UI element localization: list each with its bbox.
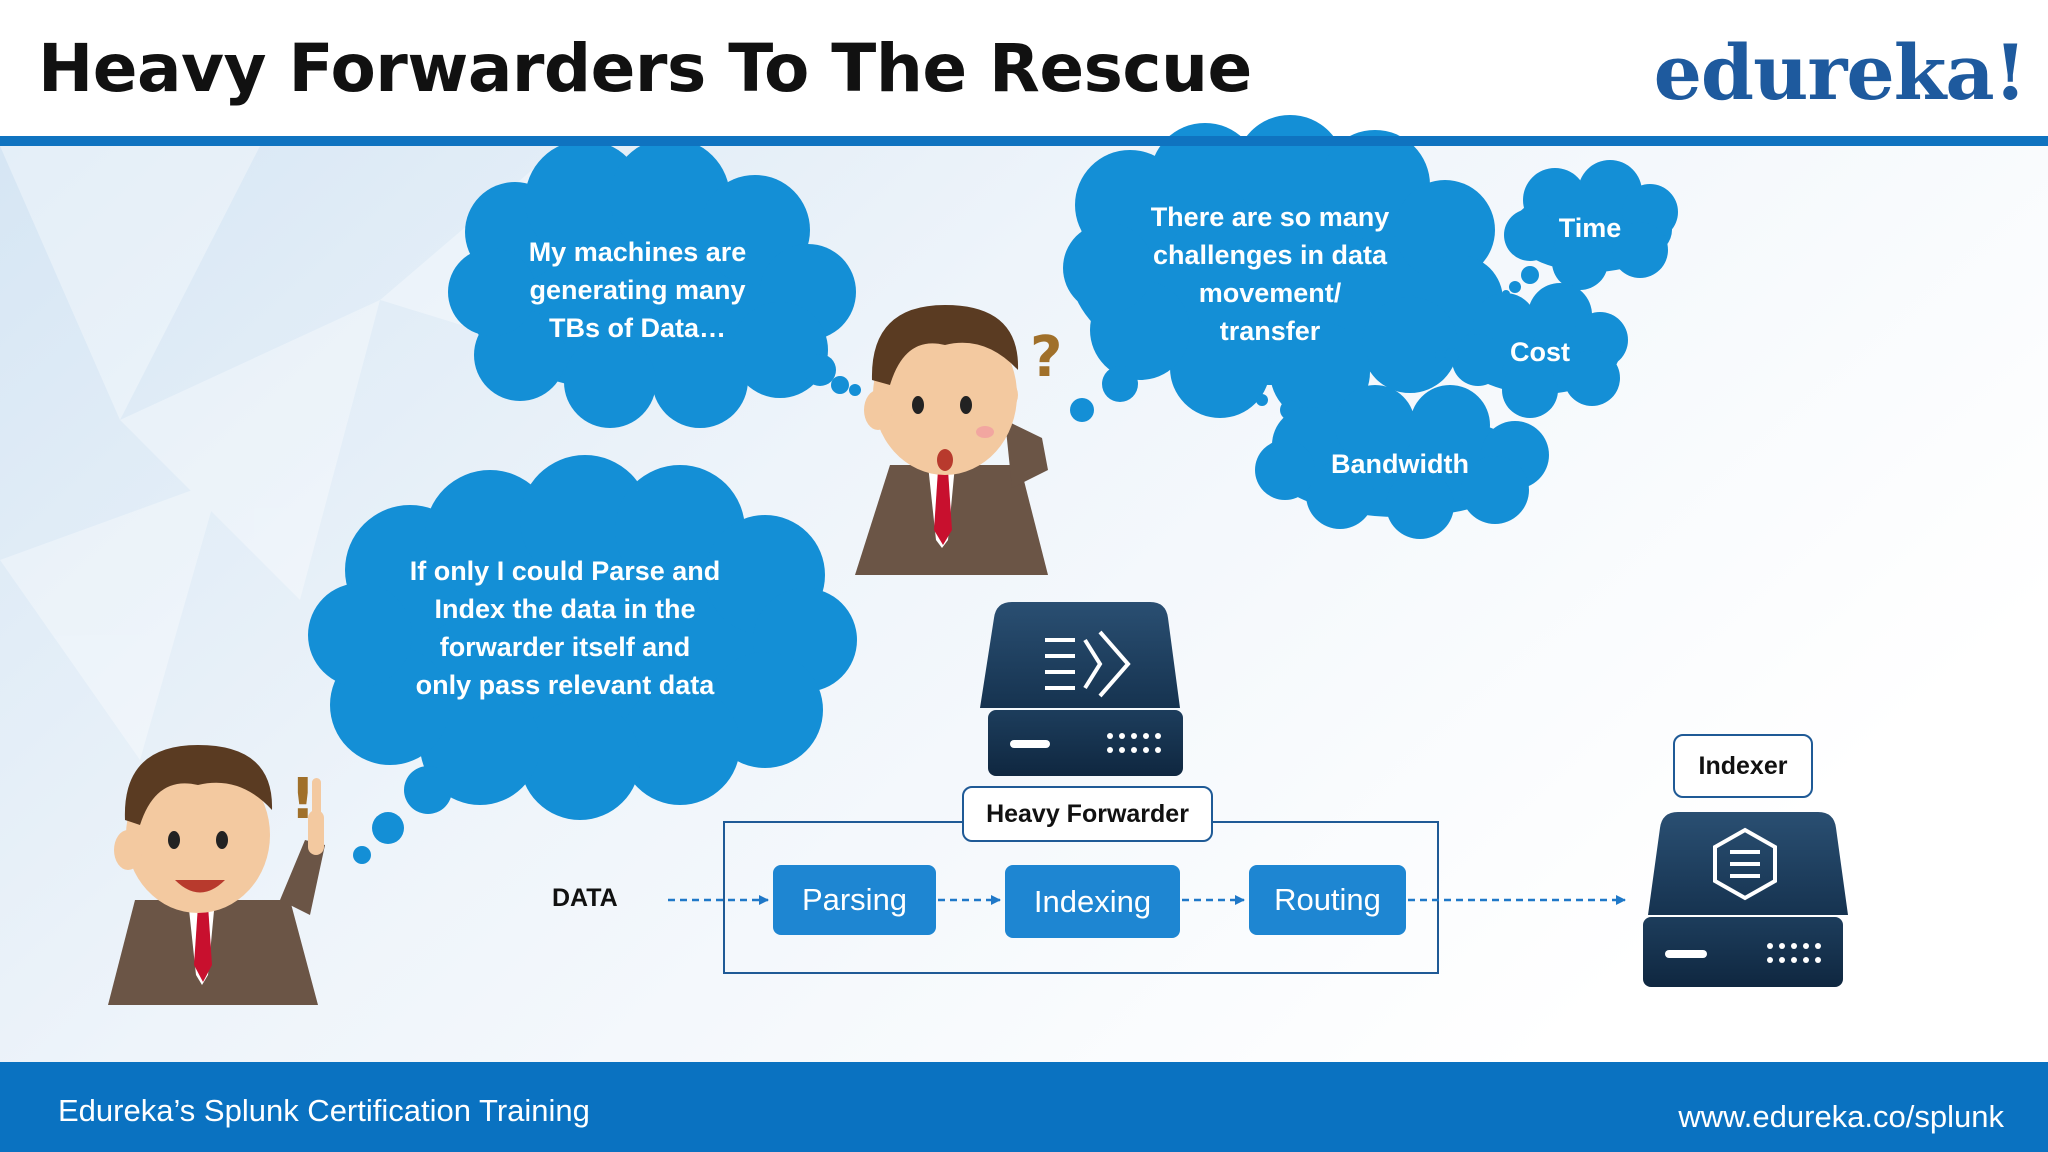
footer-url-link[interactable]: www.edureka.co/splunk [1678, 1099, 2004, 1134]
thought-text-machines: My machines are generating many TBs of D… [470, 230, 805, 350]
header-rule [0, 136, 2048, 146]
step-indexing: Indexing [1005, 865, 1180, 938]
thought-line: only pass relevant data [415, 670, 715, 700]
step-parsing: Parsing [773, 865, 936, 935]
thought-line: forwarder itself and [439, 632, 691, 662]
edureka-logo: edureka! [1653, 28, 2027, 117]
thought-line: There are so many [1150, 202, 1390, 232]
heavy-forwarder-server-icon [980, 602, 1183, 776]
footer-bar [0, 1062, 2048, 1152]
indexer-server-icon [1643, 812, 1848, 987]
thought-text-solution: If only I could Parse and Index the data… [380, 548, 750, 708]
thought-line: transfer [1219, 316, 1321, 346]
page-title: Heavy Forwarders To The Rescue [38, 30, 1252, 107]
thought-text-challenges: There are so many challenges in data mov… [1110, 196, 1430, 352]
challenge-cost: Cost [1510, 337, 1570, 367]
thought-line: My machines are [528, 237, 747, 267]
footer-course-title: Edureka’s Splunk Certification Training [58, 1093, 590, 1128]
data-input-label: DATA [552, 884, 618, 912]
thought-cloud-cost [1435, 283, 1628, 418]
challenge-bandwidth: Bandwidth [1331, 449, 1469, 479]
thought-cloud-machines [448, 138, 861, 428]
thought-line: TBs of Data… [548, 313, 726, 343]
thought-line: If only I could Parse and [409, 556, 721, 586]
thought-cloud-solution [308, 455, 857, 864]
challenge-time: Time [1558, 213, 1622, 243]
indexer-label: Indexer [1673, 734, 1813, 798]
step-routing: Routing [1249, 865, 1406, 935]
thought-cloud-bandwidth [1255, 385, 1549, 539]
thought-cloud-challenges [1063, 115, 1503, 422]
thought-line: movement/ [1198, 278, 1342, 308]
businessman-thinking-illustration [855, 305, 1048, 575]
exclamation-mark-icon: ! [290, 767, 316, 832]
thought-line: challenges in data [1152, 240, 1388, 270]
thought-line: generating many [529, 275, 746, 305]
question-mark-icon: ? [1030, 325, 1062, 390]
businessman-pointing-illustration [108, 745, 325, 1005]
heavy-forwarder-label: Heavy Forwarder [962, 786, 1213, 842]
thought-line: Index the data in the [434, 594, 696, 624]
thought-cloud-time [1502, 160, 1678, 298]
